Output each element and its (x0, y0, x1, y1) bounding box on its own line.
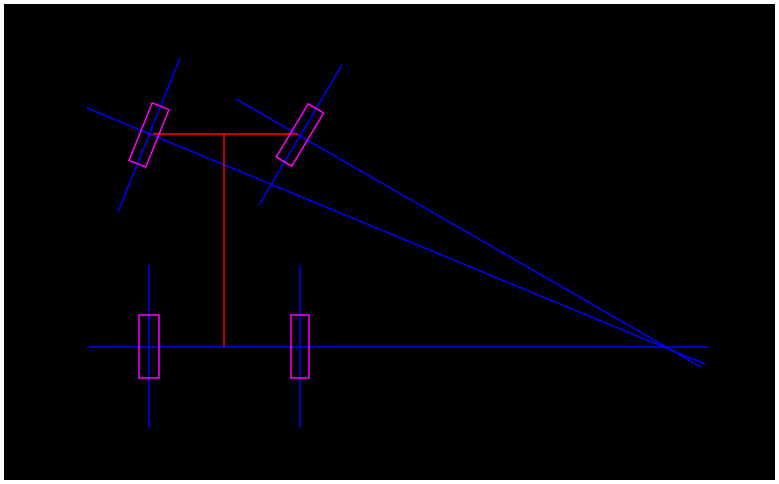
front-left-axis-line (86, 107, 706, 365)
diagram-canvas (4, 4, 775, 480)
wheels (128, 101, 325, 379)
front-right-wheel (275, 102, 325, 168)
rear-left-wheel (138, 314, 160, 379)
front-left-wheel (128, 101, 170, 169)
chassis (153, 133, 298, 347)
front-right-axis-line (235, 98, 702, 368)
rear-right-wheel (290, 314, 310, 379)
construction-lines (86, 57, 708, 428)
front-right-wheel-plane-line (258, 64, 343, 206)
front-left-wheel-plane-line (117, 57, 181, 213)
